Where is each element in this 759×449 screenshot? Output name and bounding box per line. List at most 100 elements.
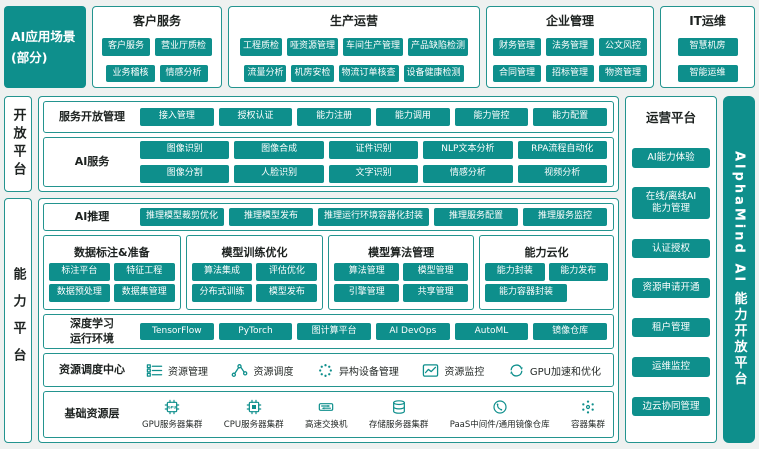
runtime-chip: TensorFlow (140, 323, 214, 341)
scenario-chip: 机房安检 (291, 64, 334, 82)
scenario-group-enterprise-management: 企业管理 财务管理法务管理公文风控 合同管理招标管理物资管理 (486, 6, 655, 88)
model-algorithm-box: 模型算法管理 算法管理模型管理 引擎管理共享管理 (328, 235, 475, 311)
icon-item-label: 资源管理 (168, 366, 208, 378)
scenario-section: AI应用场景 (部分) 客户服务 客户服务营业厅质检 业务稽核情感分析 生产运营… (4, 6, 755, 88)
scenario-chip: 法务管理 (546, 38, 595, 56)
left-side-labels: 开放平台 能力平台 (4, 96, 32, 443)
icon-item-label: 存储服务器集群 (368, 420, 429, 430)
capability-chip: 分布式训练 (191, 284, 253, 302)
inference-chip: 推理运行环境容器化封装 (318, 208, 430, 226)
ai-service-chip: 人脸识别 (234, 165, 324, 183)
operations-chip: AI能力体验 (632, 147, 710, 168)
row-title: 基础资源层 (64, 407, 120, 421)
svg-text:GPU: GPU (168, 406, 177, 410)
row-title: AI推理 (74, 209, 110, 223)
open-mgmt-chip: 能力注册 (297, 108, 371, 126)
inference-chip: 推理模型发布 (229, 208, 313, 226)
sub-box-title: 能力云化 (524, 245, 569, 259)
storage-icon (391, 399, 407, 415)
inference-chip: 推理服务监控 (523, 208, 607, 226)
sub-box-title: 模型训练优化 (221, 245, 288, 259)
button-row: 工程质检哑资源管理车间生产管理产品缺陷检测 (235, 38, 473, 56)
capability-chip: 标注平台 (49, 263, 110, 281)
icon-item-label: GPU加速和优化 (529, 366, 601, 378)
scenario-chip: 招标管理 (546, 64, 595, 82)
button-row: 合同管理招标管理物资管理 (493, 64, 648, 82)
icon-item-label: CPU服务器集群 (223, 420, 284, 430)
button-row: 业务稽核情感分析 (99, 64, 215, 82)
scenario-chip: 业务稽核 (106, 64, 155, 82)
cpu-chip-icon (246, 399, 262, 415)
base-resource-item: PaaS中间件/通用镜像仓库 (450, 399, 550, 430)
operations-buttons: AI能力体验在线/离线AI 能力管理认证授权资源申请开通租户管理运维监控边云协同… (632, 128, 710, 436)
data-annotation-box: 数据标注&准备 标注平台特征工程 数据预处理数据集管理 (43, 235, 181, 311)
network-icon (231, 362, 248, 379)
refresh-arrows-icon (508, 362, 525, 379)
scenario-side-label: AI应用场景 (部分) (4, 6, 86, 88)
scenario-group-production-operation: 生产运营 工程质检哑资源管理车间生产管理产品缺陷检测 流量分析机房安检物流订单核… (228, 6, 480, 88)
capability-chip: 能力封装 (485, 263, 545, 281)
button-row: 智慧机房 (667, 38, 748, 56)
scenario-chip: 营业厅质检 (155, 38, 213, 56)
capability-chip: 数据集管理 (113, 284, 175, 302)
runtime-chip: PyTorch (218, 323, 293, 341)
ai-service-chip: 情感分析 (423, 165, 513, 183)
button-row: 流量分析机房安检物流订单核查设备健康检测 (235, 64, 473, 82)
operations-platform-panel: 运营平台 AI能力体验在线/离线AI 能力管理认证授权资源申请开通租户管理运维监… (625, 96, 717, 443)
operations-chip: 租户管理 (632, 317, 710, 338)
button-row: 客户服务营业厅质检 (99, 38, 215, 56)
open-mgmt-chip: 能力管控 (454, 108, 529, 126)
capability-chip: 模型发布 (256, 284, 318, 302)
scenario-side-label-line2: (部分) (11, 50, 48, 65)
scenario-chip: 合同管理 (493, 64, 542, 82)
capability-platform-side-label: 能力平台 (4, 198, 32, 443)
runtime-chip: AI DevOps (375, 323, 450, 341)
operations-chip: 在线/离线AI 能力管理 (632, 187, 710, 219)
inference-chip: 推理服务配置 (434, 208, 518, 226)
button-row: 智能运维 (667, 64, 748, 82)
button-row: 推理模型裁剪优化推理模型发布推理运行环境容器化封装推理服务配置推理服务监控 (140, 208, 607, 226)
main-section: 开放平台 能力平台 服务开放管理 接入管理授权认证能力注册能力调用能力管控能力配… (4, 96, 755, 443)
capability-chip: 算法集成 (191, 263, 253, 281)
scenario-chip: 财务管理 (493, 38, 542, 56)
scenario-chip: 智慧机房 (677, 38, 738, 56)
button-row: 财务管理法务管理公文风控 (493, 38, 648, 56)
alphamind-banner: AlphaMind AI 能力开放平台 (723, 96, 755, 443)
capability-platform-panel: AI推理 推理模型裁剪优化推理模型发布推理运行环境容器化封装推理服务配置推理服务… (38, 198, 619, 443)
open-platform-panel: 服务开放管理 接入管理授权认证能力注册能力调用能力管控能力配置 AI服务 图像识… (38, 96, 619, 192)
scenario-chip: 产品缺陷检测 (408, 38, 469, 56)
operations-chip: 边云协同管理 (632, 396, 710, 417)
ai-service-chip: 图像识别 (140, 141, 230, 159)
model-training-box: 模型训练优化 算法集成评估优化 分布式训练模型发布 (185, 235, 324, 311)
resource-item: GPU加速和优化 (508, 362, 601, 379)
button-row: 标注平台特征工程 (49, 263, 175, 281)
inference-chip: 推理模型裁剪优化 (140, 208, 225, 226)
ai-service-chip: 文字识别 (328, 165, 419, 183)
container-cluster-icon (580, 399, 596, 415)
capability-chip: 数据预处理 (49, 284, 110, 302)
group-title: 生产运营 (329, 14, 378, 28)
sub-box-title: 数据标注&准备 (74, 245, 150, 259)
button-row: 算法集成评估优化 (191, 263, 318, 281)
runtime-chip: 镜像仓库 (533, 323, 607, 341)
list-icon (146, 362, 163, 379)
button-row: 引擎管理共享管理 (334, 284, 469, 302)
icon-item-label: 容器集群 (570, 420, 605, 430)
open-mgmt-chip: 能力配置 (533, 108, 607, 126)
scenario-chip: 物流订单核查 (338, 64, 399, 82)
button-row: 能力容器封装 (485, 284, 608, 302)
gpu-chip-icon: GPU (164, 399, 180, 415)
operations-chip: 认证授权 (632, 238, 710, 259)
icon-item-label: 资源监控 (444, 366, 485, 378)
scenario-chip: 公文风控 (599, 38, 648, 56)
scenario-chip: 哑资源管理 (286, 38, 338, 56)
